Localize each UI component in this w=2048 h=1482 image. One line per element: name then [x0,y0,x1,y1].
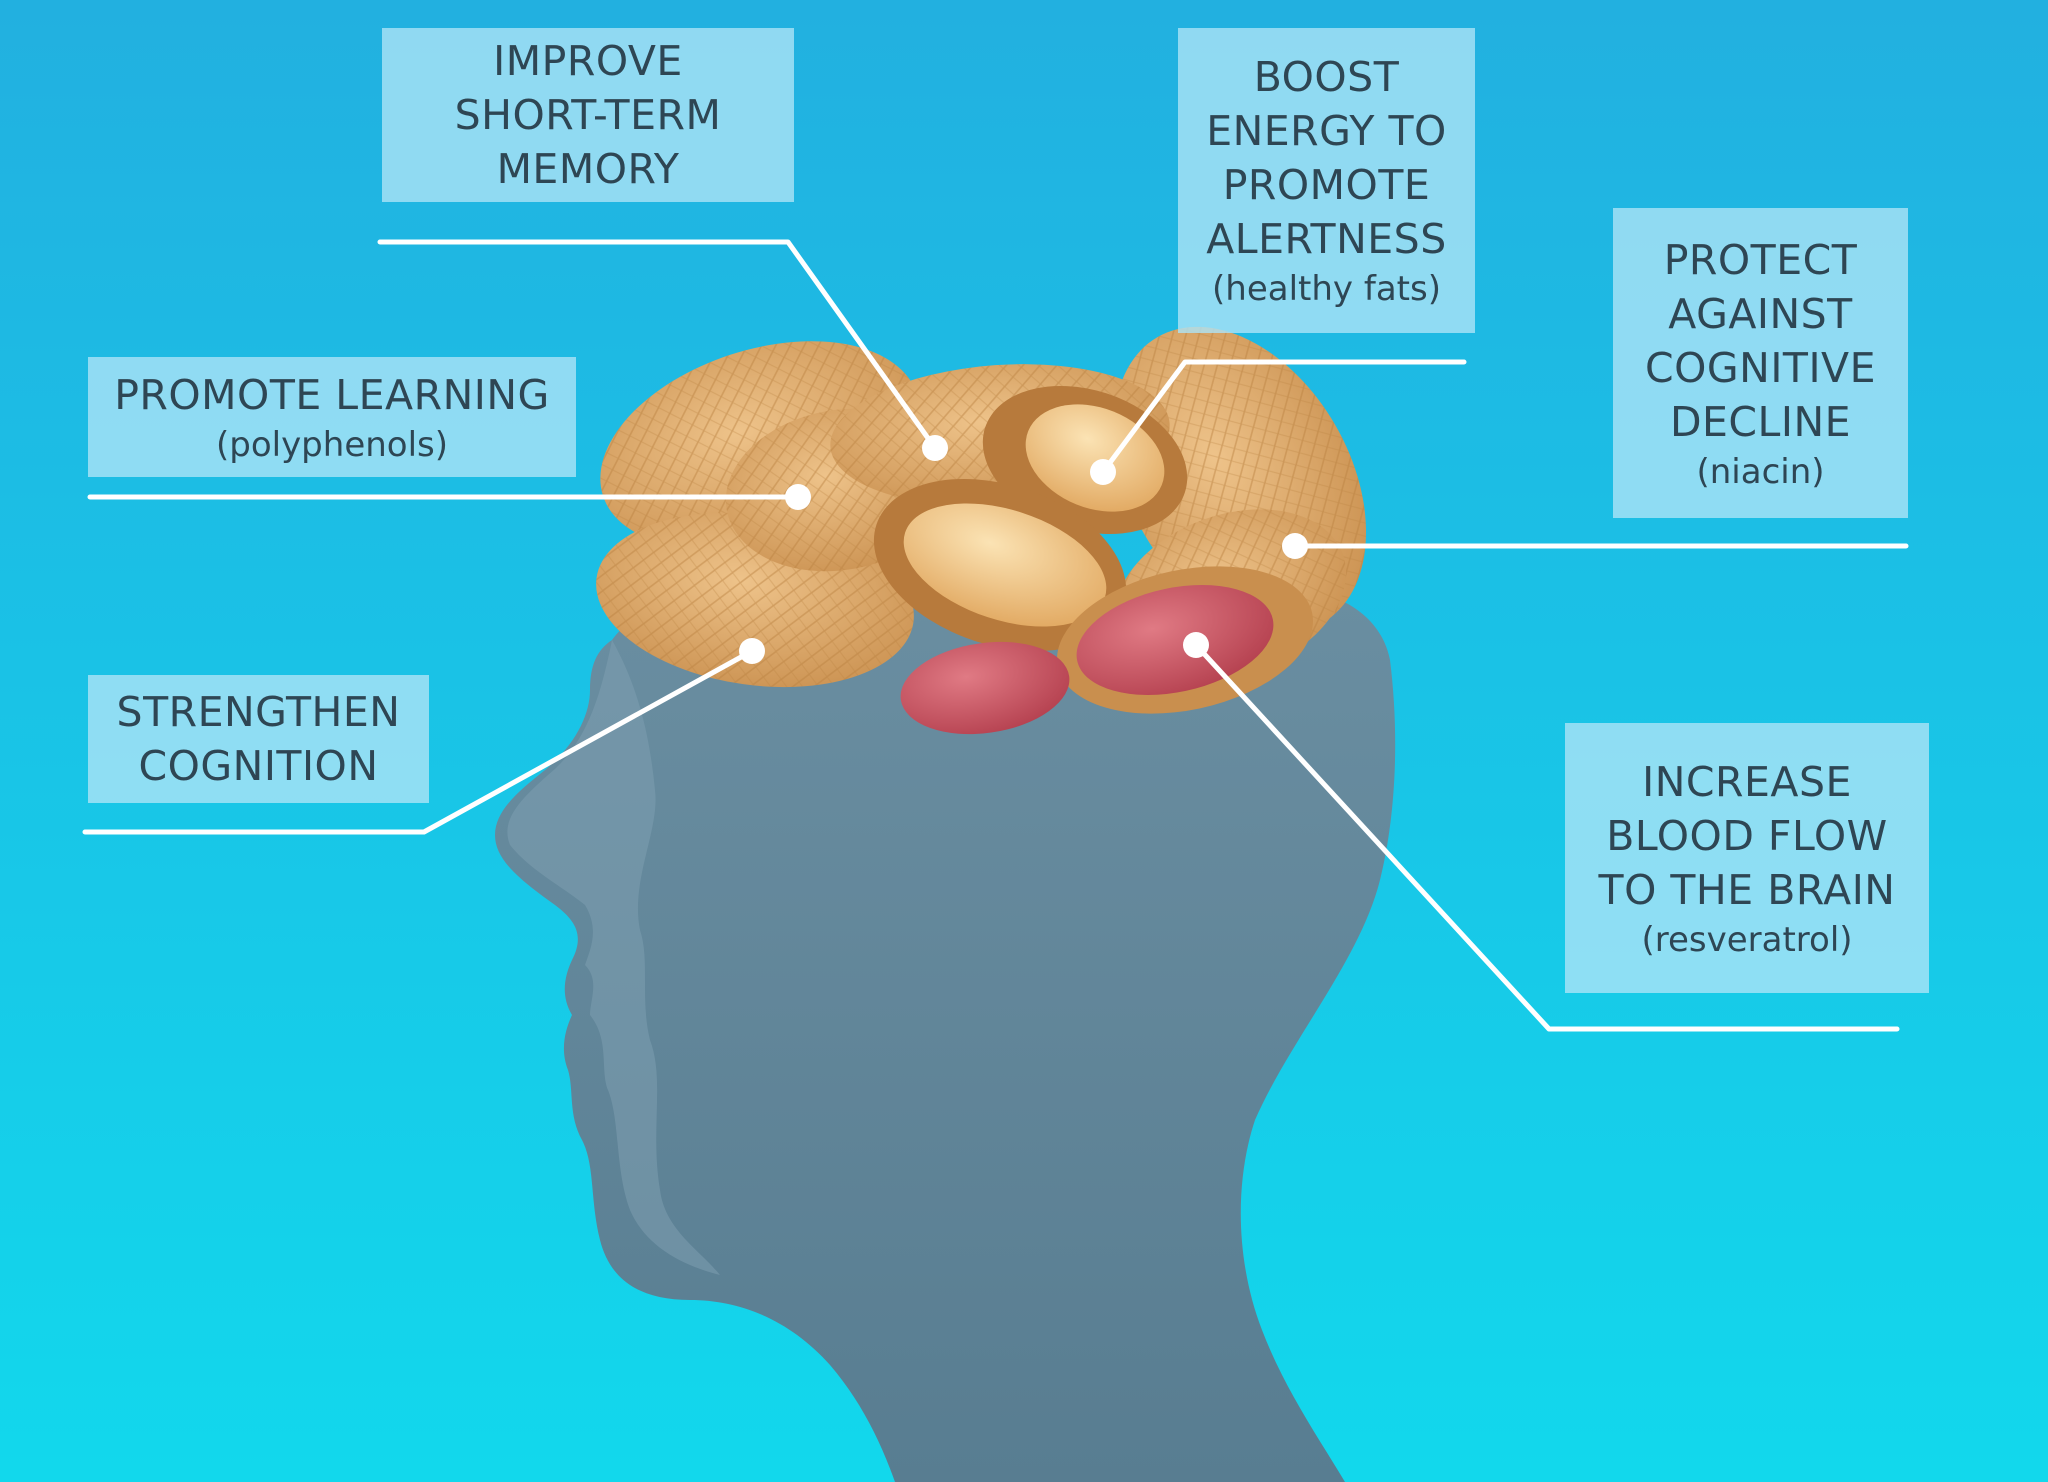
benefit-alertness-sub: (healthy fats) [1212,269,1441,310]
peanut-kernel-center [903,503,1107,627]
benefit-learning-title: PROMOTE LEARNING [114,370,550,419]
connector-memory [377,239,938,451]
connector-alertness [1100,359,1467,475]
benefit-alertness: BOOST ENERGY TO PROMOTE ALERTNESS (healt… [1178,28,1475,333]
connector-dot-alertness [1090,459,1116,485]
connector-dot-blood-flow [1183,632,1209,658]
connectors [82,239,1909,1032]
benefit-cognition: STRENGTHEN COGNITION [88,675,429,803]
connector-dot-cognition [739,638,765,664]
benefit-blood-flow: INCREASE BLOOD FLOW TO THE BRAIN (resver… [1565,723,1929,993]
benefit-decline: PROTECT AGAINST COGNITIVE DECLINE (niaci… [1613,208,1908,518]
face-highlight [507,640,720,1275]
benefit-memory-title: IMPROVE SHORT-TERM MEMORY [454,36,722,194]
benefit-learning: PROMOTE LEARNING (polyphenols) [88,357,576,477]
benefit-decline-title: PROTECT AGAINST COGNITIVE DECLINE [1644,235,1877,446]
connector-dot-memory [922,435,948,461]
connector-dot-decline [1282,533,1308,559]
benefit-alertness-title: BOOST ENERGY TO PROMOTE ALERTNESS [1206,53,1447,264]
connector-blood-flow [1193,642,1900,1032]
benefit-decline-sub: (niacin) [1696,451,1825,492]
connector-cognition [82,648,755,835]
peanut-kernel-red [1076,585,1274,695]
benefit-blood-flow-sub: (resveratrol) [1641,919,1853,960]
connector-dot-learning [785,484,811,510]
head-silhouette [495,585,1396,1482]
benefit-learning-sub: (polyphenols) [215,424,449,465]
benefit-memory: IMPROVE SHORT-TERM MEMORY [382,28,794,202]
benefit-blood-flow-title: INCREASE BLOOD FLOW TO THE BRAIN [1598,757,1896,914]
peanut-kernel-loose [900,641,1070,735]
benefit-cognition-title: STRENGTHEN COGNITION [116,687,401,790]
peanut-kernel-top [1025,404,1165,512]
